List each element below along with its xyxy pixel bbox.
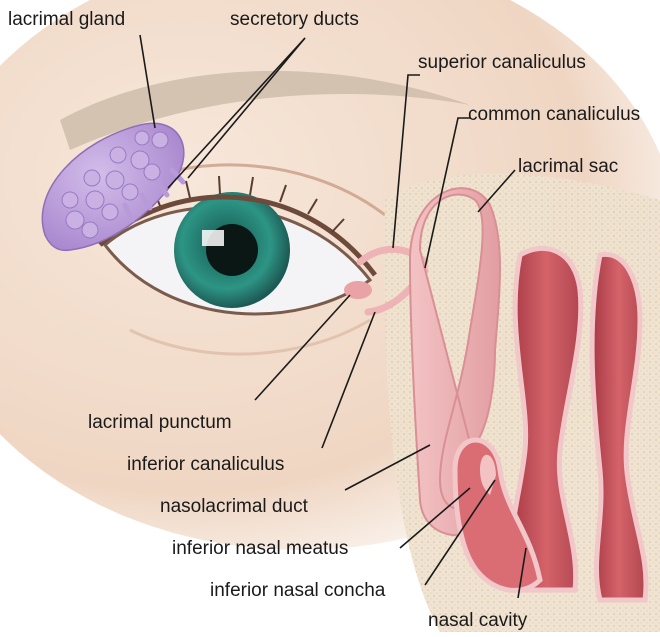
label-lacrimal-punctum: lacrimal punctum: [88, 412, 232, 433]
label-secretory-ducts: secretory ducts: [230, 9, 359, 30]
label-lacrimal-gland: lacrimal gland: [8, 9, 125, 30]
label-inferior-nasal-meatus: inferior nasal meatus: [172, 538, 348, 559]
label-common-canaliculus: common canaliculus: [468, 104, 640, 125]
label-inferior-canaliculus: inferior canaliculus: [127, 454, 284, 475]
label-nasal-cavity: nasal cavity: [428, 610, 528, 631]
label-superior-canaliculus: superior canaliculus: [418, 52, 586, 73]
eye-highlight: [202, 230, 224, 246]
label-nasolacrimal-duct: nasolacrimal duct: [160, 496, 309, 517]
label-lacrimal-sac: lacrimal sac: [518, 156, 618, 177]
label-inferior-nasal-concha: inferior nasal concha: [210, 580, 386, 601]
